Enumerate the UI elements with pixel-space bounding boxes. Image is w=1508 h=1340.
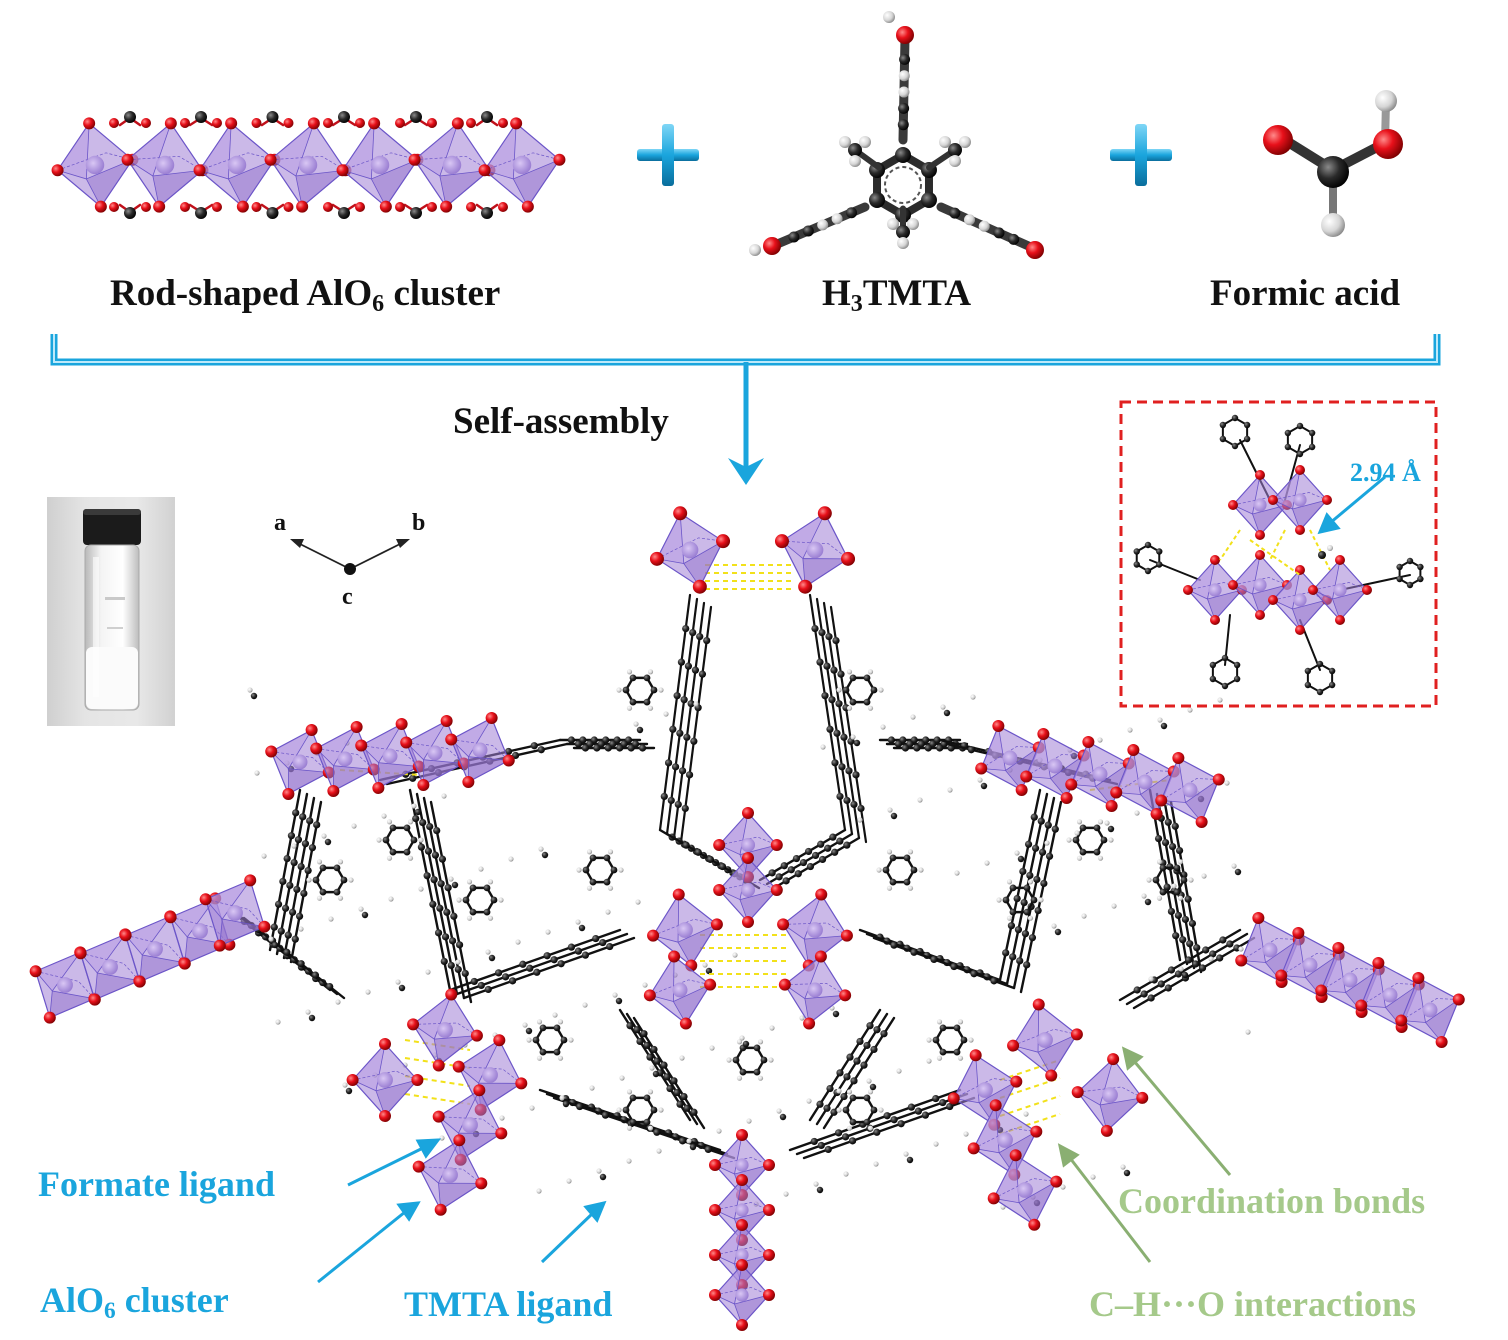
- h3tmta-label-sub: 3: [850, 291, 863, 317]
- rod-cluster-label-suffix: cluster: [384, 273, 501, 314]
- crystal-axes-icon: a b c: [274, 510, 425, 610]
- plus-icon-2: [1110, 124, 1172, 186]
- rod-cluster-label: Rod-shaped AlO6 cluster: [110, 272, 500, 318]
- ch-o-interactions-label: C–H···O interactions: [1089, 1283, 1416, 1325]
- coordination-bonds-text: Coordination bonds: [1118, 1181, 1426, 1221]
- ch-o-interactions-text: C–H···O interactions: [1089, 1284, 1416, 1324]
- rod-cluster-label-main: Rod-shaped AlO: [110, 273, 373, 314]
- coordination-bonds-label: Coordination bonds: [1118, 1180, 1425, 1222]
- inset-distance-label: 2.94 Å: [1350, 458, 1421, 488]
- h3tmta-label: H3TMTA: [822, 272, 971, 318]
- formate-ligand-label: Formate ligand: [38, 1163, 275, 1205]
- merge-bracket: [50, 334, 1441, 485]
- tmta-ligand-text: TMTA ligand: [404, 1284, 613, 1324]
- mof-framework-graphic: [29, 506, 1465, 1331]
- h3tmta-molecule-graphic: [749, 11, 1044, 259]
- h3tmta-label-suffix: TMTA: [862, 273, 972, 314]
- alo6-cluster-label: AlO6 cluster: [40, 1279, 229, 1325]
- formic-acid-label-text: Formic acid: [1210, 273, 1401, 314]
- self-assembly-label-text: Self-assembly: [453, 401, 669, 442]
- inset-box: [1119, 400, 1438, 708]
- self-assembly-label: Self-assembly: [453, 400, 669, 443]
- h3tmta-label-prefix: H: [822, 273, 851, 314]
- axis-b-label: b: [412, 510, 425, 536]
- plus-icon-1: [637, 124, 699, 186]
- rod-shaped-alo6-cluster-graphic: [51, 111, 566, 219]
- axis-c-label: c: [342, 584, 353, 610]
- formate-ligand-text: Formate ligand: [38, 1164, 275, 1204]
- alo6-cluster-label-suffix: cluster: [115, 1280, 229, 1320]
- alo6-cluster-label-prefix: AlO: [40, 1280, 105, 1320]
- axis-a-label: a: [274, 510, 286, 536]
- alo6-cluster-label-sub: 6: [104, 1297, 116, 1324]
- inset-distance-text: 2.94 Å: [1350, 458, 1421, 487]
- tmta-ligand-label: TMTA ligand: [404, 1283, 612, 1325]
- vial-photo: [47, 497, 175, 726]
- formic-acid-label: Formic acid: [1210, 272, 1400, 315]
- formic-acid-molecule-graphic: [1263, 90, 1403, 237]
- rod-cluster-label-sub: 6: [372, 291, 385, 317]
- pointer-arrows: [317, 475, 1386, 1284]
